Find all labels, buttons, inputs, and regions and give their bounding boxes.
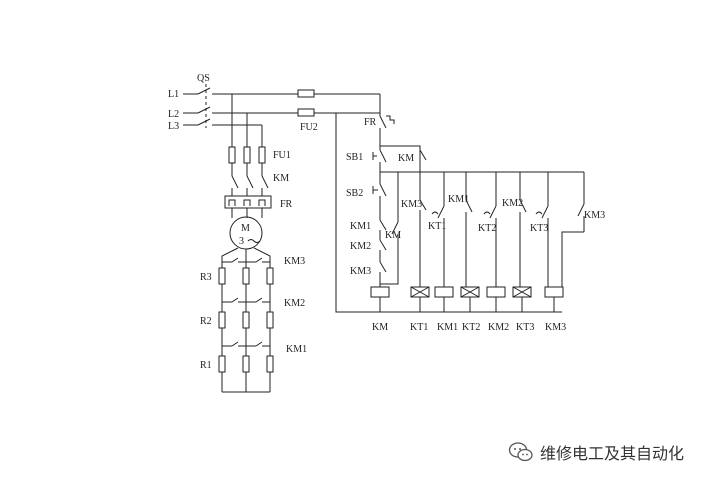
label-r3: R3 — [200, 272, 212, 283]
km3-shorting-contacts — [222, 257, 270, 263]
coil-label-kt2: KT2 — [462, 322, 480, 333]
label-km2-nc: KM2 — [350, 241, 371, 252]
coil-km1 — [434, 286, 454, 298]
coil-label-km: KM — [372, 322, 388, 333]
label-km1-c: KM1 — [448, 194, 469, 205]
label-fu2: FU2 — [300, 122, 318, 133]
label-km3-c: KM3 — [584, 210, 605, 221]
qs-switch — [197, 84, 211, 128]
control-circuit: FU2 FR SB1 KM — [297, 89, 605, 333]
coil-km3 — [544, 286, 564, 298]
label-sb2: SB2 — [346, 188, 363, 199]
label-km2-res: KM2 — [284, 298, 305, 309]
label-qs: QS — [197, 73, 210, 84]
label-km-main: KM — [273, 173, 289, 184]
label-l1: L1 — [168, 89, 179, 100]
label-r1: R1 — [200, 360, 212, 371]
label-km3-nc-branch: KM3 — [401, 199, 422, 210]
label-l3: L3 — [168, 121, 179, 132]
label-kt1: KT1 — [428, 221, 446, 232]
fu2-fuses — [297, 89, 315, 117]
coil-km2 — [486, 286, 506, 298]
label-l2: L2 — [168, 109, 179, 120]
power-circuit: L1 L2 L3 QS FU1 — [168, 73, 380, 393]
coil-label-kt3: KT3 — [516, 322, 534, 333]
coils-row — [370, 286, 564, 298]
fu1-fuses — [228, 146, 266, 164]
motor-label-m: M — [241, 223, 250, 234]
watermark-text: 维修电工及其自动化 — [540, 444, 685, 463]
label-kt2: KT2 — [478, 223, 496, 234]
label-km1-nc: KM1 — [350, 221, 371, 232]
fr-thermal-relay — [224, 195, 272, 209]
label-fr-ctrl: FR — [364, 117, 377, 128]
coil-label-kt1: KT1 — [410, 322, 428, 333]
label-km2-c: KM2 — [502, 198, 523, 209]
km1-shorting-contacts — [222, 341, 270, 347]
label-r2: R2 — [200, 316, 212, 327]
interlock-chain — [379, 212, 387, 287]
coil-label-km3: KM3 — [545, 322, 566, 333]
label-km-aux: KM — [385, 230, 401, 241]
km2-shorting-contacts — [222, 297, 270, 303]
label-km3-res: KM3 — [284, 256, 305, 267]
coil-label-km2: KM2 — [488, 322, 509, 333]
label-km1-res: KM1 — [286, 344, 307, 355]
sb2-start-button[interactable] — [372, 172, 387, 212]
motor-label-3: 3 — [239, 236, 244, 247]
km-main-contacts — [231, 175, 269, 196]
label-fr-main: FR — [280, 199, 293, 210]
wechat-icon — [508, 442, 533, 462]
label-km-hold: KM — [398, 153, 414, 164]
label-fu1: FU1 — [273, 150, 291, 161]
watermark: 维修电工及其自动化 — [508, 438, 684, 466]
label-kt3: KT3 — [530, 223, 548, 234]
label-sb1: SB1 — [346, 152, 363, 163]
coil-km — [370, 286, 390, 298]
label-km3-nc: KM3 — [350, 266, 371, 277]
motor: M 3 — [229, 216, 263, 250]
coil-label-km1: KM1 — [437, 322, 458, 333]
fr-nc-contact — [379, 115, 395, 142]
